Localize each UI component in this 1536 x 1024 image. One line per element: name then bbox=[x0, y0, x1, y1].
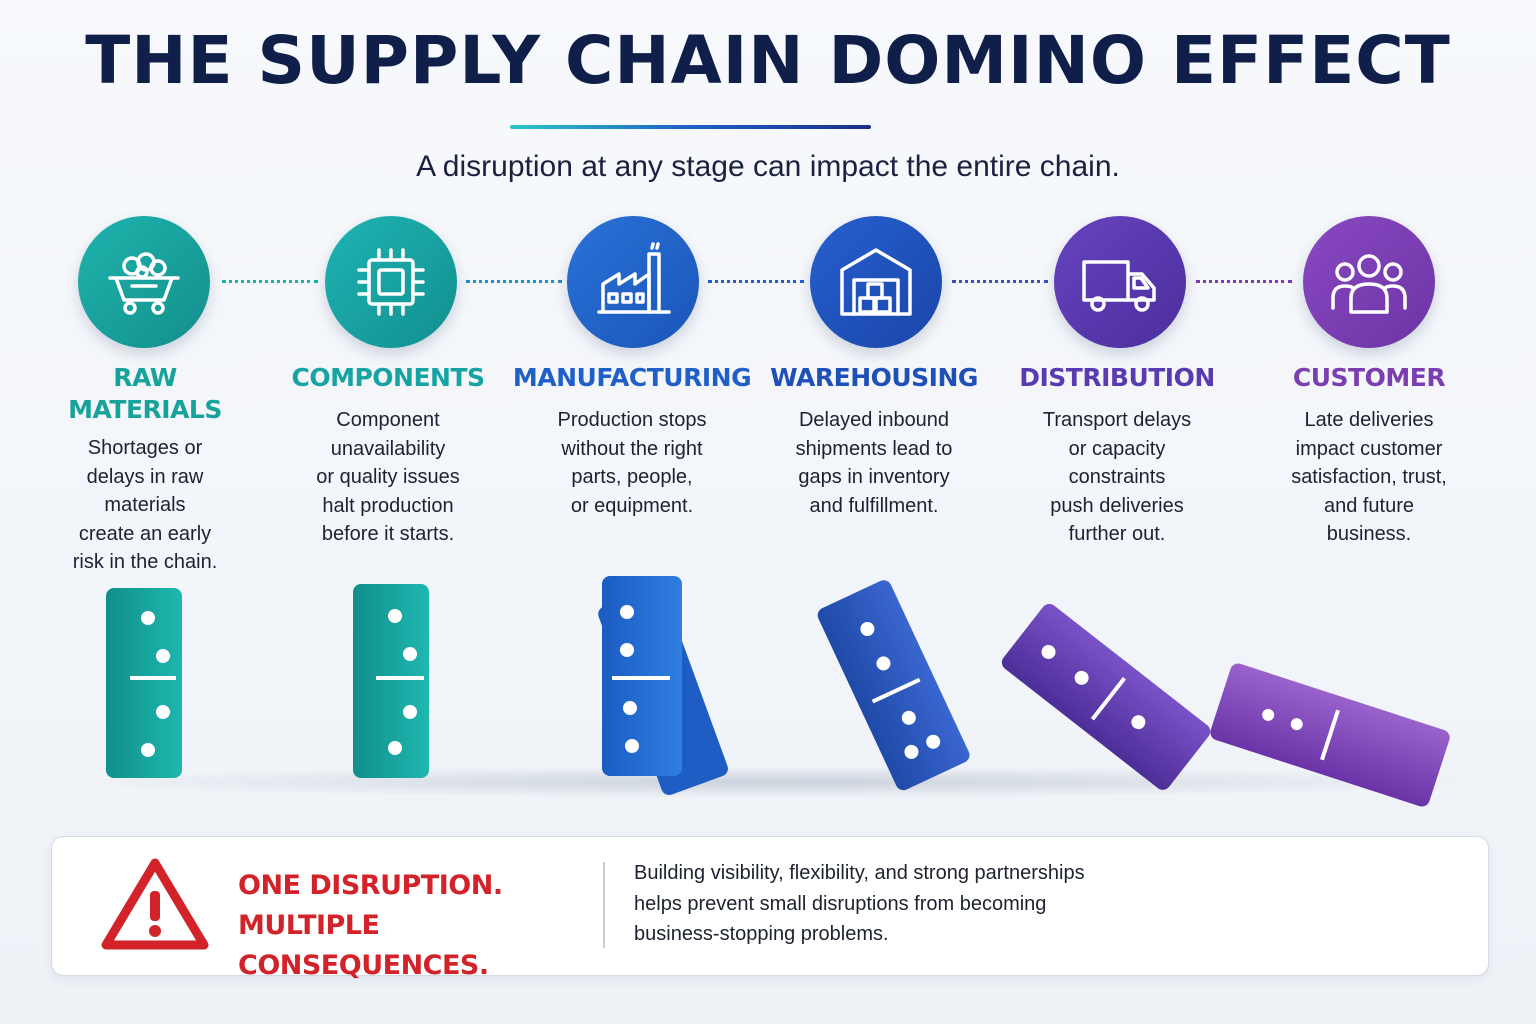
connector-3-4 bbox=[708, 280, 804, 283]
stage-name-customer: CUSTOMER bbox=[1292, 363, 1446, 392]
warning-triangle-icon bbox=[101, 858, 209, 950]
domino-warehousing bbox=[817, 580, 970, 791]
stage-name-components: COMPONENTS bbox=[291, 363, 485, 392]
warehouse-icon bbox=[810, 216, 942, 348]
stage-name-warehousing: WAREHOUSING bbox=[770, 363, 978, 392]
connector-4-5 bbox=[952, 280, 1048, 283]
stage-name-raw-materials: RAW MATERIALS bbox=[68, 363, 222, 424]
domino-distribution bbox=[1001, 603, 1211, 790]
page-title: THE SUPPLY CHAIN DOMINO EFFECT bbox=[85, 22, 1451, 99]
stage-desc-distribution: Transport delays or capacity constraints… bbox=[1042, 409, 1192, 545]
connector-1-2 bbox=[222, 280, 318, 283]
domino-raw-materials bbox=[106, 588, 182, 778]
domino-customer bbox=[1210, 663, 1450, 807]
stage-desc-raw-materials: Shortages or delays in raw materials cre… bbox=[72, 437, 218, 573]
stage-desc-customer: Late deliveries impact customer satisfac… bbox=[1291, 409, 1447, 545]
connector-2-3 bbox=[466, 280, 562, 283]
stage-name-distribution: DISTRIBUTION bbox=[1019, 363, 1215, 392]
title-underline bbox=[510, 125, 871, 129]
key-message-body: Building visibility, flexibility, and st… bbox=[634, 862, 1085, 945]
key-message-headline: ONE DISRUPTION. MULTIPLE CONSEQUENCES. bbox=[238, 870, 503, 981]
domino-components bbox=[353, 584, 429, 778]
stage-desc-warehousing: Delayed inbound shipments lead to gaps i… bbox=[795, 409, 953, 517]
panel-divider bbox=[603, 862, 605, 948]
stage-desc-manufacturing: Production stops without the right parts… bbox=[557, 409, 707, 517]
domino-manufacturing bbox=[598, 576, 728, 796]
page-subtitle: A disruption at any stage can impact the… bbox=[416, 150, 1120, 183]
key-message-panel bbox=[51, 836, 1489, 976]
mine-cart-icon bbox=[78, 216, 210, 348]
chip-icon bbox=[325, 216, 457, 348]
connector-5-6 bbox=[1196, 280, 1292, 283]
domino-row-illustration bbox=[60, 576, 1500, 807]
people-icon bbox=[1303, 216, 1435, 348]
stage-desc-components: Component unavailability or quality issu… bbox=[316, 409, 460, 545]
factory-icon bbox=[567, 216, 699, 348]
truck-icon bbox=[1054, 216, 1186, 348]
stage-name-manufacturing: MANUFACTURING bbox=[512, 363, 752, 392]
